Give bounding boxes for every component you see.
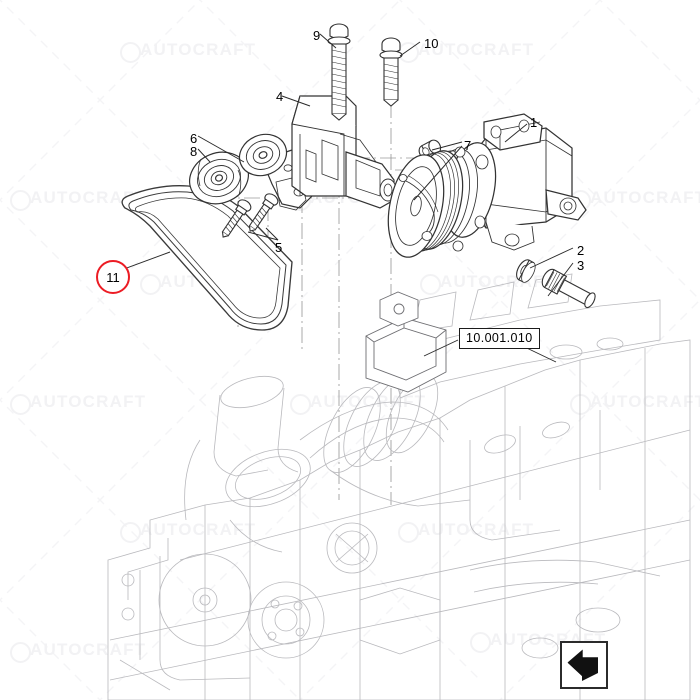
highlight-callout-11[interactable]: 11 [96,260,130,294]
engine-background-art [107,273,691,700]
watermark-text: AUTOCRAFT [418,40,535,59]
watermark-text: AUTOCRAFT [30,392,147,411]
callout-number-7[interactable]: 7 [464,138,472,153]
callout-number-1[interactable]: 1 [530,115,538,130]
watermark-text: AUTOCRAFT [30,640,147,659]
watermark-logo-icon [120,522,141,543]
watermark-text: AUTOCRAFT [590,188,700,207]
idler-pulley-part [189,151,249,205]
watermark-logo-icon [10,642,31,663]
watermark-logo-icon [140,274,161,295]
watermark-logo-icon [470,632,491,653]
highlight-callout-number: 11 [106,269,120,285]
drive-belt-part [121,185,293,331]
tensioner-bolts-part [221,193,279,238]
callout-number-10[interactable]: 10 [424,36,439,51]
callout-number-6[interactable]: 6 [190,131,198,146]
long-bolt-part [541,268,596,309]
watermark-logo-icon [398,522,419,543]
bracket-bolt-long-part [327,23,351,121]
engine-front-bracket [365,291,447,393]
watermark-logo-icon [120,42,141,63]
view-direction-icon [560,641,608,689]
watermark-logo-icon [290,394,311,415]
watermark-text: AUTOCRAFT [418,520,535,539]
callout-number-4[interactable]: 4 [276,89,284,104]
ac-compressor-part [387,113,587,258]
watermark-text: AUTOCRAFT [30,188,147,207]
callout-number-5[interactable]: 5 [275,240,283,255]
arrow-block-glyph [567,649,598,681]
watermark-text: AUTOCRAFT [140,40,257,59]
watermark-logo-icon [570,394,591,415]
watermark-logo-icon [420,274,441,295]
reference-label-10-001-010[interactable]: 10.001.010 [459,328,540,349]
bracket-bolt-short-part [379,37,403,107]
watermark-logo-icon [10,394,31,415]
callout-number-3[interactable]: 3 [577,258,585,273]
callout-number-8[interactable]: 8 [190,144,198,159]
watermark-logo-icon [10,190,31,211]
callout-number-2[interactable]: 2 [577,243,585,258]
watermark-text: AUTOCRAFT [140,520,257,539]
callout-number-9[interactable]: 9 [313,28,321,43]
